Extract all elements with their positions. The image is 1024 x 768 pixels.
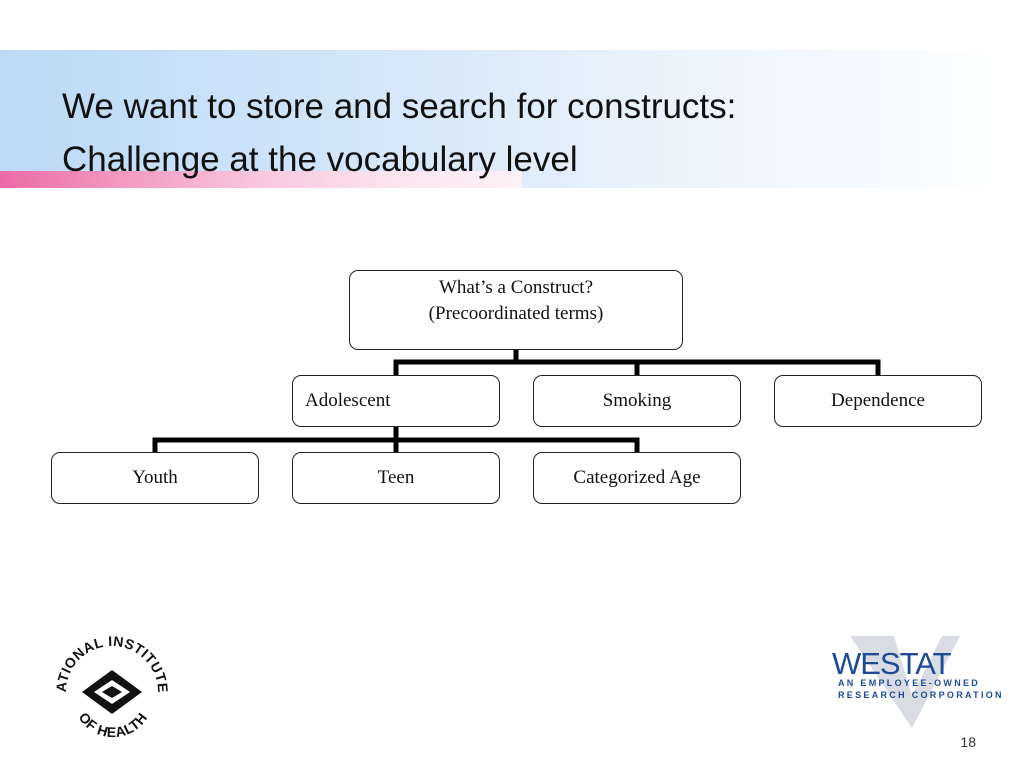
node-youth: Youth: [51, 452, 259, 504]
nih-emblem-icon: [82, 670, 142, 714]
slide-title: We want to store and search for construc…: [62, 80, 736, 186]
construct-root-box: What’s a Construct? (Precoordinated term…: [349, 270, 683, 350]
node-smoking: Smoking: [533, 375, 741, 427]
node-dependence: Dependence: [774, 375, 982, 427]
westat-tagline-1: AN EMPLOYEE-OWNED: [838, 678, 981, 688]
node-adolescent: Adolescent: [292, 375, 500, 427]
root-line-2: (Precoordinated terms): [428, 303, 604, 324]
title-band: [0, 50, 1024, 188]
accent-bar: [0, 171, 522, 188]
title-line-1: We want to store and search for construc…: [62, 87, 737, 126]
svg-text:OF HEALTH: OF HEALTH: [76, 709, 151, 740]
page-number: 18: [960, 734, 976, 750]
root-line-1: What’s a Construct?: [438, 277, 594, 298]
node-categorized-age: Categorized Age: [533, 452, 741, 504]
westat-tagline-2: RESEARCH CORPORATION: [838, 690, 1004, 700]
westat-logo-name: WESTAT: [832, 646, 952, 681]
title-line-2: Challenge at the vocabulary level: [62, 140, 578, 179]
node-teen: Teen: [292, 452, 500, 504]
nih-logo: NATIONAL INSTITUTES OF HEALTH: [52, 630, 171, 740]
westat-chevron-icon: [850, 636, 960, 728]
